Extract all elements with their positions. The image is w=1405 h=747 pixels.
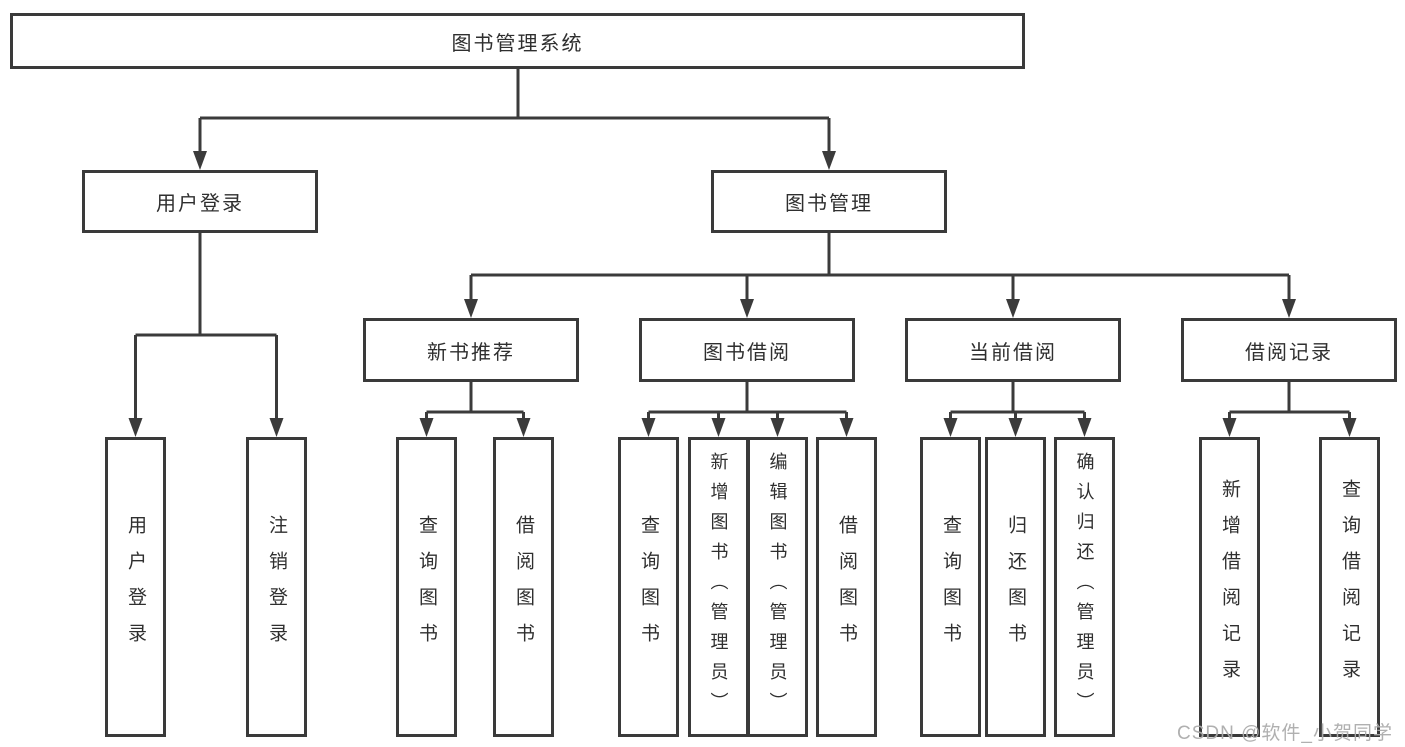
connector-user-login-split: [134, 233, 278, 421]
connector-book-borrow-split: [647, 382, 848, 421]
arrow-icon: [740, 299, 754, 318]
leaf-borrow-books-label: 借阅图书: [836, 515, 857, 659]
leaf-user-login: 用户登录: [105, 437, 166, 737]
arrow-icon: [419, 418, 434, 437]
node-user-login: 用户登录: [82, 170, 318, 233]
leaf-add-borrow-record: 新增借阅记录: [1199, 437, 1260, 737]
leaf-logout-label: 注销登录: [266, 515, 287, 659]
node-new-book-recommend: 新书推荐: [363, 318, 579, 382]
leaf-current-query-books-label: 查询图书: [940, 515, 961, 659]
csdn-watermark: CSDN @软件_小贺同学: [1177, 723, 1393, 744]
connector-root-to-level2: [198, 69, 831, 154]
arrow-icon: [193, 151, 207, 170]
node-book-management-label: 图书管理: [785, 193, 873, 215]
arrow-icon: [822, 151, 836, 170]
arrow-icon: [1006, 299, 1020, 318]
node-book-borrow-label: 图书借阅: [703, 341, 791, 364]
leaf-return-books: 归还图书: [985, 437, 1046, 737]
leaf-borrow-query-books: 查询图书: [618, 437, 679, 737]
leaf-confirm-return-admin: 确认归还（管理员）: [1054, 437, 1115, 737]
arrow-icon: [269, 418, 284, 437]
arrow-icon: [1282, 299, 1296, 318]
node-new-book-recommend-label: 新书推荐: [427, 341, 515, 364]
node-root-label: 图书管理系统: [451, 32, 584, 55]
leaf-query-borrow-record: 查询借阅记录: [1319, 437, 1380, 737]
node-current-borrow: 当前借阅: [905, 318, 1121, 382]
arrow-icon: [943, 418, 958, 437]
node-book-borrow: 图书借阅: [639, 318, 855, 382]
node-user-login-label: 用户登录: [156, 193, 244, 215]
leaf-return-books-label: 归还图书: [1005, 515, 1026, 659]
leaf-recommend-borrow-books: 借阅图书: [493, 437, 554, 737]
leaf-edit-books-admin-label: 编辑图书（管理员）: [767, 452, 788, 722]
arrow-icon: [1008, 418, 1023, 437]
leaf-recommend-borrow-books-label: 借阅图书: [513, 515, 534, 659]
arrow-icon: [1077, 418, 1092, 437]
node-current-borrow-label: 当前借阅: [969, 341, 1057, 364]
arrow-icon: [711, 418, 726, 437]
arrow-icon: [128, 418, 143, 437]
leaf-borrow-books: 借阅图书: [816, 437, 877, 737]
arrow-icon: [839, 418, 854, 437]
leaf-recommend-query-books: 查询图书: [396, 437, 457, 737]
leaf-add-borrow-record-label: 新增借阅记录: [1219, 479, 1240, 695]
connector-current-borrow-split: [949, 382, 1086, 421]
leaf-user-login-label: 用户登录: [125, 515, 146, 659]
connector-borrow-records-split: [1228, 382, 1351, 421]
leaf-add-books-admin: 新增图书（管理员）: [688, 437, 749, 737]
leaf-confirm-return-admin-label: 确认归还（管理员）: [1074, 452, 1095, 722]
connector-book-management-split: [469, 233, 1291, 301]
arrow-icon: [1222, 418, 1237, 437]
leaf-edit-books-admin: 编辑图书（管理员）: [747, 437, 808, 737]
node-book-management: 图书管理: [711, 170, 947, 233]
leaf-query-borrow-record-label: 查询借阅记录: [1339, 479, 1360, 695]
connector-new-book-recommend-split: [425, 382, 525, 421]
leaf-recommend-query-books-label: 查询图书: [416, 515, 437, 659]
node-borrow-records: 借阅记录: [1181, 318, 1397, 382]
leaf-logout: 注销登录: [246, 437, 307, 737]
leaf-add-books-admin-label: 新增图书（管理员）: [708, 452, 729, 722]
node-borrow-records-label: 借阅记录: [1245, 341, 1333, 364]
arrow-icon: [464, 299, 478, 318]
node-root: 图书管理系统: [10, 13, 1025, 69]
leaf-borrow-query-books-label: 查询图书: [638, 515, 659, 659]
arrow-icon: [770, 418, 785, 437]
arrow-icon: [1342, 418, 1357, 437]
leaf-current-query-books: 查询图书: [920, 437, 981, 737]
arrow-icon: [641, 418, 656, 437]
arrow-icon: [516, 418, 531, 437]
